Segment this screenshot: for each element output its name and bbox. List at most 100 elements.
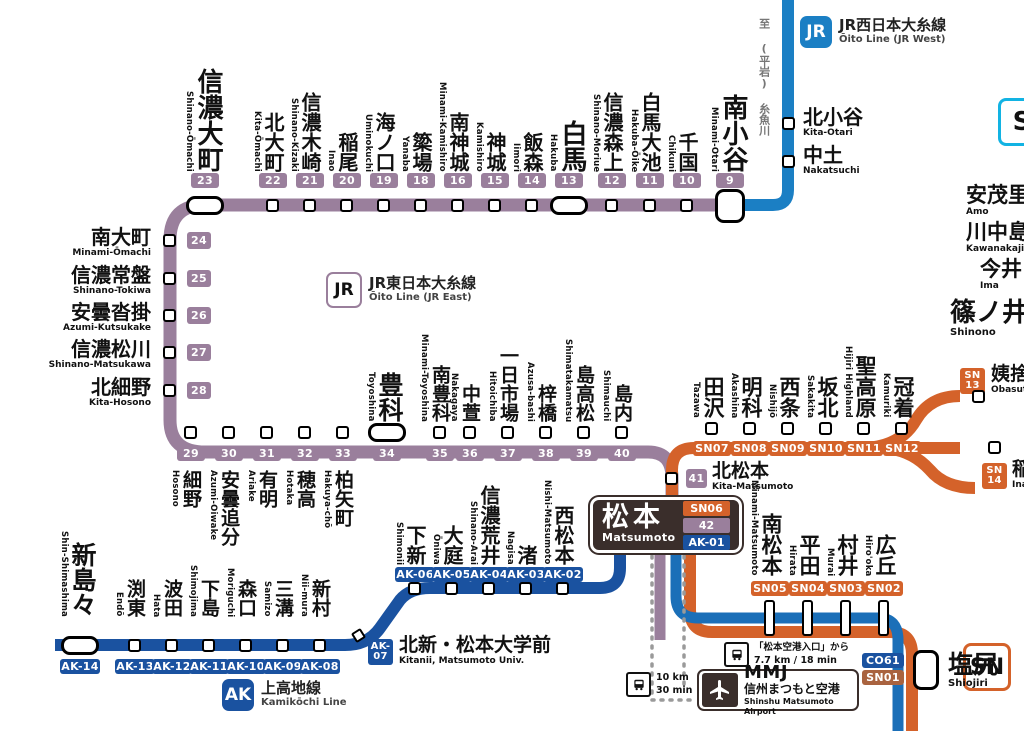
station-dot-AK-04[interactable] <box>482 582 495 595</box>
station-tag-SN04[interactable]: SN04 <box>789 581 827 596</box>
station-tag-SN05[interactable]: SN05 <box>751 581 789 596</box>
station-tag-AK-13[interactable]: AK-13 <box>115 659 155 674</box>
matsumoto-code-SN06[interactable]: SN06 <box>683 500 730 516</box>
station-dot-19[interactable] <box>377 199 390 212</box>
station-dot-obasute[interactable] <box>972 390 985 403</box>
station-tag-co61[interactable]: CO61 <box>862 653 904 668</box>
station-tag-AK-11[interactable]: AK-11 <box>189 659 229 674</box>
station-dot-SN05[interactable] <box>764 600 775 636</box>
station-tag-SN11[interactable]: SN11 <box>845 441 883 456</box>
station-tag-16[interactable]: 16 <box>444 173 472 188</box>
station-tag-sn01[interactable]: SN01 <box>862 670 904 685</box>
station-tag-SN08[interactable]: SN08 <box>731 441 769 456</box>
matsumoto-code-42[interactable]: 42 <box>683 517 730 533</box>
station-dot-inariyama[interactable] <box>988 441 1001 454</box>
station-inariyama[interactable]: 稲荷 Inar <box>1012 460 1024 491</box>
station-tag-34[interactable]: 34 <box>373 446 401 461</box>
station-tag-31[interactable]: 31 <box>253 446 281 461</box>
station-nakatsuchi[interactable]: 中土 Nakatsuchi <box>803 145 860 177</box>
station-dot-26[interactable] <box>163 309 176 322</box>
station-shiojiri[interactable]: 塩尻 Shiojiri <box>948 652 998 690</box>
station-dot-AK-13[interactable] <box>128 639 141 652</box>
station-dot-SN11[interactable] <box>857 422 870 435</box>
station-tag-39[interactable]: 39 <box>570 446 598 461</box>
station-dot-35[interactable] <box>433 426 446 439</box>
station-tag-SN02[interactable]: SN02 <box>865 581 903 596</box>
station-tag-AK-04[interactable]: AK-04 <box>469 567 509 582</box>
station-tag-18[interactable]: 18 <box>407 173 435 188</box>
station-tag-AK-09[interactable]: AK-09 <box>263 659 303 674</box>
station-dot-39[interactable] <box>577 426 590 439</box>
station-tag-20[interactable]: 20 <box>333 173 361 188</box>
station-tag-28[interactable]: 28 <box>187 382 211 399</box>
station-dot-34[interactable] <box>368 423 406 442</box>
station-tag-36[interactable]: 36 <box>456 446 484 461</box>
station-tag-29[interactable]: 29 <box>177 446 205 461</box>
station-dot-10[interactable] <box>680 199 693 212</box>
station-dot-nakatsuchi[interactable] <box>782 155 795 168</box>
station-tag-19[interactable]: 19 <box>370 173 398 188</box>
station-dot-33[interactable] <box>336 426 349 439</box>
station-tag-AK-08[interactable]: AK-08 <box>300 659 340 674</box>
station-dot-SN03[interactable] <box>840 600 851 636</box>
station-tag-21[interactable]: 21 <box>296 173 324 188</box>
station-dot-SN10[interactable] <box>819 422 832 435</box>
station-dot-23[interactable] <box>186 196 224 215</box>
station-dot-31[interactable] <box>260 426 273 439</box>
station-tag-26[interactable]: 26 <box>187 307 211 324</box>
station-tag-40[interactable]: 40 <box>608 446 636 461</box>
station-dot-kita-matsumoto[interactable] <box>665 472 678 485</box>
matsumoto-code-AK-01[interactable]: AK-01 <box>683 534 730 550</box>
station-dot-25[interactable] <box>163 272 176 285</box>
station-dot-SN02[interactable] <box>878 600 889 636</box>
station-dot-kita-otari[interactable] <box>782 117 795 130</box>
station-dot-SN09[interactable] <box>781 422 794 435</box>
station-dot-18[interactable] <box>414 199 427 212</box>
station-tag-sn13[interactable]: SN 13 <box>960 368 985 394</box>
station-tag-25[interactable]: 25 <box>187 270 211 287</box>
station-tag-AK-12[interactable]: AK-12 <box>152 659 192 674</box>
station-dot-30[interactable] <box>222 426 235 439</box>
station-dot-AK-14[interactable] <box>61 636 99 655</box>
station-kita-otari[interactable]: 北小谷 Kita-Otari <box>803 107 863 139</box>
station-tag-ak07[interactable]: AK- 07 <box>368 639 393 665</box>
station-tag-10[interactable]: 10 <box>673 173 701 188</box>
station-tag-35[interactable]: 35 <box>426 446 454 461</box>
station-dot-AK-08[interactable] <box>313 639 326 652</box>
station-tag-11[interactable]: 11 <box>636 173 664 188</box>
station-tag-30[interactable]: 30 <box>215 446 243 461</box>
station-dot-12[interactable] <box>605 199 618 212</box>
station-tag-AK-02[interactable]: AK-02 <box>543 567 583 582</box>
station-amori[interactable]: 安茂里 Amo <box>966 185 1024 218</box>
station-dot-AK-10[interactable] <box>239 639 252 652</box>
station-tag-SN09[interactable]: SN09 <box>769 441 807 456</box>
station-dot-15[interactable] <box>488 199 501 212</box>
station-tag-12[interactable]: 12 <box>598 173 626 188</box>
station-dot-shiojiri[interactable] <box>913 650 939 690</box>
station-tag-SN07[interactable]: SN07 <box>693 441 731 456</box>
station-dot-20[interactable] <box>340 199 353 212</box>
station-dot-AK-05[interactable] <box>445 582 458 595</box>
station-tag-41[interactable]: 41 <box>686 469 707 488</box>
station-dot-AK-11[interactable] <box>202 639 215 652</box>
station-dot-22[interactable] <box>266 199 279 212</box>
station-dot-27[interactable] <box>163 346 176 359</box>
station-tag-SN03[interactable]: SN03 <box>827 581 865 596</box>
station-dot-24[interactable] <box>163 234 176 247</box>
station-dot-9[interactable] <box>715 189 745 223</box>
station-dot-SN07[interactable] <box>705 422 718 435</box>
station-dot-11[interactable] <box>643 199 656 212</box>
station-dot-SN04[interactable] <box>802 600 813 636</box>
station-dot-AK-02[interactable] <box>556 582 569 595</box>
station-tag-9[interactable]: 9 <box>716 173 744 188</box>
station-tag-38[interactable]: 38 <box>532 446 560 461</box>
station-obasute[interactable]: 姨捨 Obasute <box>991 365 1024 396</box>
station-tag-14[interactable]: 14 <box>518 173 546 188</box>
station-tag-AK-10[interactable]: AK-10 <box>226 659 266 674</box>
station-dot-29[interactable] <box>184 426 197 439</box>
station-dot-AK-12[interactable] <box>165 639 178 652</box>
